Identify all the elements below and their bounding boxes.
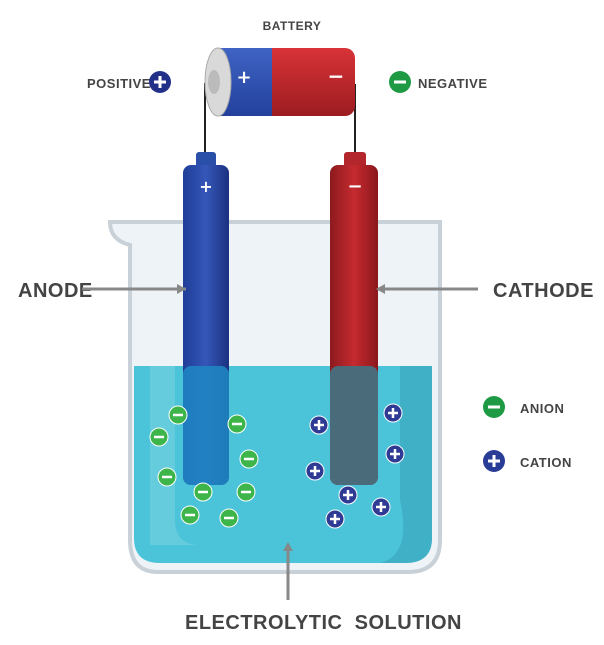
cation-icon: [338, 485, 358, 505]
cation-icon: [383, 403, 403, 423]
positive-icon: [149, 71, 171, 93]
battery-title: BATTERY: [263, 19, 322, 33]
solution-label: ELECTROLYTIC SOLUTION: [185, 612, 462, 634]
cation-icon: [325, 509, 345, 529]
cation-icon: [305, 461, 325, 481]
anion-icon: [193, 482, 213, 502]
anode-sign: +: [199, 177, 212, 196]
negative-icon: [389, 71, 411, 93]
cathode-electrode: −: [330, 152, 378, 485]
anion-label: ANION: [520, 401, 564, 416]
battery-plus-sign: +: [236, 67, 251, 88]
cation-icon: [385, 444, 405, 464]
legend-anion: ANION: [483, 396, 564, 418]
electrolytic-solution: [134, 366, 432, 563]
anion-icon: [219, 508, 239, 528]
battery-minus-sign: −: [328, 64, 345, 88]
cation-icon: [309, 415, 329, 435]
battery: + −: [204, 47, 355, 117]
anode-label: ANODE: [18, 280, 93, 302]
anion-icon: [227, 414, 247, 434]
cathode-label: CATHODE: [493, 280, 594, 302]
anion-icon: [236, 482, 256, 502]
anion-icon: [149, 427, 169, 447]
anion-icon: [157, 467, 177, 487]
anion-icon: [168, 405, 188, 425]
anode-electrode: +: [183, 152, 229, 485]
cation-label: CATION: [520, 455, 572, 470]
beaker: [107, 220, 442, 574]
cation-icon: [371, 497, 391, 517]
cathode-sign: −: [347, 176, 362, 197]
anion-icon: [239, 449, 259, 469]
legend-cation: CATION: [483, 450, 572, 472]
negative-label: NEGATIVE: [418, 76, 488, 91]
positive-label: POSITIVE: [87, 76, 151, 91]
anion-icon: [180, 505, 200, 525]
